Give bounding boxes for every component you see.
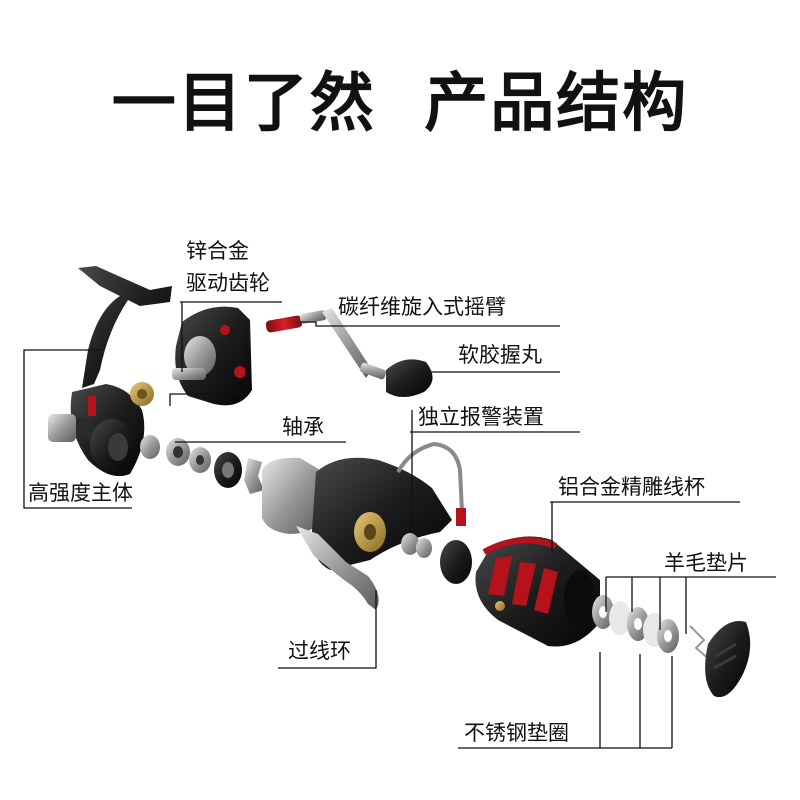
label-bearing: 轴承 [282,415,324,439]
rotor [262,441,472,610]
label-body: 高强度主体 [28,481,133,505]
spool [475,536,600,647]
label-anti-reverse: 独立报警装置 [418,405,544,429]
label-zinc-gear-line2: 驱动齿轮 [186,271,270,295]
label-soft-knob: 软胶握丸 [458,343,542,367]
label-steel-washer: 不锈钢垫圈 [464,721,569,745]
label-spool: 铝合金精雕线杯 [558,475,705,499]
bearing-group [140,435,264,494]
label-felt-washer: 羊毛垫片 [664,551,748,575]
label-carbon-arm: 碳纤维旋入式摇臂 [338,295,506,319]
label-zinc-gear-line1: 锌合金 [186,239,249,263]
washer-stack [592,595,751,698]
reel-body [48,266,172,477]
label-line-roller: 过线环 [288,639,351,663]
page-title: 一目了然 产品结构 [111,67,689,141]
leader-lines [23,301,776,749]
handle-arm [265,308,433,397]
drive-gear [130,306,252,406]
